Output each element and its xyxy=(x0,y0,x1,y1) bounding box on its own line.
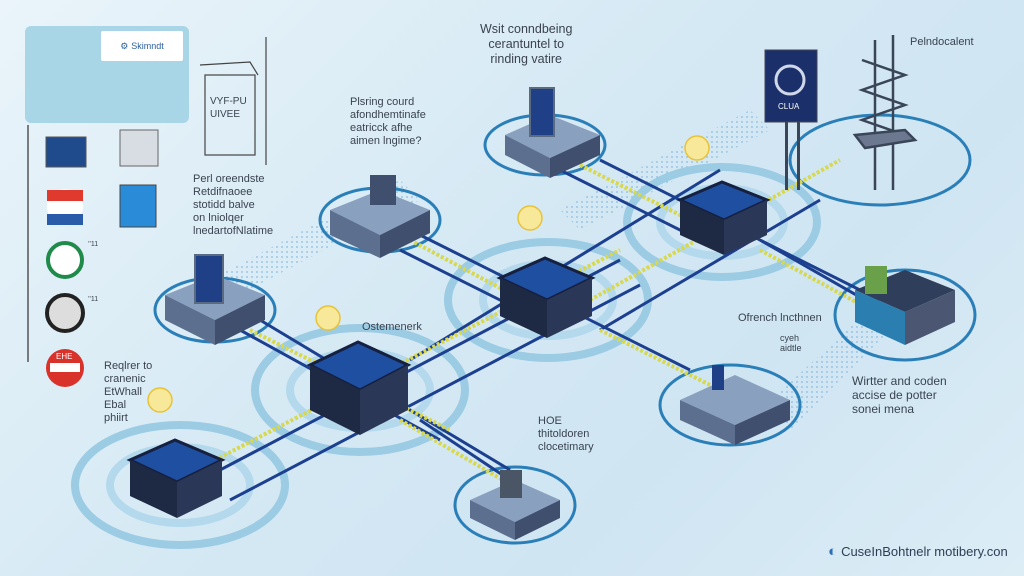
machine-icon xyxy=(119,129,159,167)
hub-cubes xyxy=(126,180,771,518)
platform xyxy=(505,87,600,178)
side-note: ’'11 xyxy=(88,296,99,303)
shield-icon xyxy=(46,241,84,279)
footer-text: CuseInBohtnelr motibery.con xyxy=(841,544,1008,559)
document-icon xyxy=(119,184,157,228)
label-center: Ostemenerk xyxy=(362,321,422,333)
hub-cube xyxy=(496,256,596,338)
tower-icon xyxy=(852,35,918,190)
sign-text: EHE xyxy=(56,352,73,361)
label-bottom-left: Reqlrer to cranenic EtWhall Ebal phiirt xyxy=(104,360,153,424)
ring xyxy=(251,324,469,456)
label-center-bottom: HOE thitoldoren clocetimary xyxy=(538,415,594,453)
label-right-small: cyeh aidtle xyxy=(780,333,802,353)
globe-logo-icon: ◐ xyxy=(828,543,838,560)
hub-cube xyxy=(306,340,412,435)
billboard xyxy=(764,49,818,190)
side-note: ’'11 xyxy=(88,241,99,248)
computer-icon xyxy=(45,136,87,168)
platform xyxy=(470,470,560,540)
platform xyxy=(680,365,790,445)
gear-logo-icon: ⚙ xyxy=(120,40,129,51)
device-icon xyxy=(712,365,724,390)
platform xyxy=(165,254,265,345)
ring xyxy=(71,421,289,549)
machine-icon xyxy=(370,175,396,205)
sketch-tank-icon xyxy=(199,37,267,165)
label-top-center: Wsit conndbeing cerantuntel to rinding v… xyxy=(480,22,573,66)
billboard-text: CLUA xyxy=(778,102,800,111)
brain-icon xyxy=(147,387,173,413)
label-right-lower: Wirtter and coden accise de potter sonei… xyxy=(852,374,947,416)
brain-icon xyxy=(684,135,710,161)
brand-label: Skimndt xyxy=(131,41,164,51)
green-block-icon xyxy=(865,266,887,294)
platform xyxy=(330,175,430,258)
hub-cube xyxy=(676,180,771,255)
sketch-label: VYF-PU UIVEE xyxy=(210,96,247,120)
label-left-middle: Perl oreendste Retdifnaoee stotidd balve… xyxy=(193,173,274,237)
label-upper-left: Plsring courd afondhemtinafe eatricck af… xyxy=(350,96,426,147)
brain-icon xyxy=(517,205,543,231)
hub-cube xyxy=(126,438,226,518)
label-top-right: Pelndocalent xyxy=(910,36,974,48)
building xyxy=(855,266,955,345)
badge-icon xyxy=(45,293,85,333)
label-right-middle: Ofrench lncthnen xyxy=(738,312,822,324)
monitor-icon xyxy=(529,87,555,137)
footer-brand: ◐ CuseInBohtnelr motibery.con xyxy=(828,543,1008,560)
device-icon xyxy=(500,470,522,498)
monitor-icon xyxy=(194,254,224,304)
ring xyxy=(623,163,821,281)
brand-badge: ⚙ Skimndt xyxy=(101,31,183,61)
brain-icon xyxy=(315,305,341,331)
idea-glow-icons xyxy=(147,135,710,413)
